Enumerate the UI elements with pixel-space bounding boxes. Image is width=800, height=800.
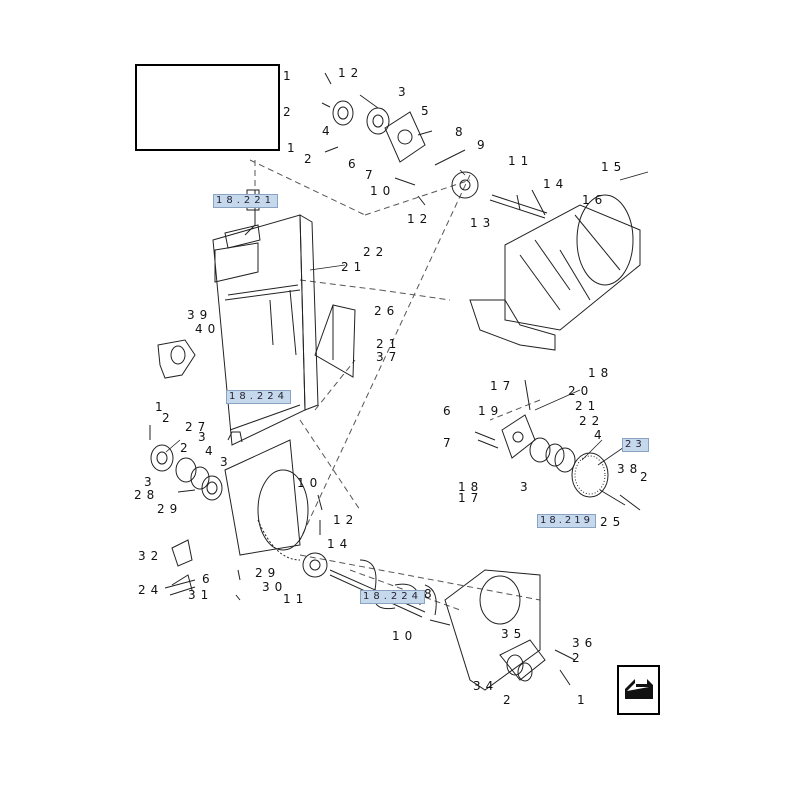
- callout: 40: [195, 322, 221, 336]
- callout: 14: [327, 537, 353, 551]
- callout: 21: [575, 399, 601, 413]
- callout: 7: [365, 168, 378, 182]
- callout: 35: [501, 627, 527, 641]
- callout: 12: [338, 66, 364, 80]
- callout: 3: [520, 480, 533, 494]
- callout: 34: [473, 679, 499, 693]
- callout: 2: [180, 441, 193, 455]
- side-plate: [314, 304, 356, 378]
- top-right-shaft: [489, 189, 548, 219]
- section-reference[interactable]: 18.221: [213, 194, 278, 208]
- callout: 12: [333, 513, 359, 527]
- callout: 16: [582, 193, 608, 207]
- callout: 37: [376, 350, 402, 364]
- callout: 29: [157, 502, 183, 516]
- callout: 1: [283, 69, 296, 83]
- section-reference[interactable]: 23: [622, 438, 649, 452]
- navigation-arrow-icon: [625, 679, 653, 699]
- callout: 6: [202, 572, 215, 586]
- callout: 2: [283, 105, 296, 119]
- callout: 20: [568, 384, 594, 398]
- callout: 13: [470, 216, 496, 230]
- callout: 4: [594, 428, 607, 442]
- callout: 31: [188, 588, 214, 602]
- callout: 7: [443, 436, 456, 450]
- callout: 9: [477, 138, 490, 152]
- callout: 2: [162, 411, 175, 425]
- callout: 2: [640, 470, 653, 484]
- callout: 26: [374, 304, 400, 318]
- callout: 22: [363, 245, 389, 259]
- right-bracket-housing: [469, 194, 641, 351]
- callout: 39: [187, 308, 213, 322]
- callout: 17: [490, 379, 516, 393]
- callout: 19: [478, 404, 504, 418]
- callout: 3: [220, 455, 233, 469]
- callout: 36: [572, 636, 598, 650]
- callout: 18: [588, 366, 614, 380]
- callout: 38: [617, 462, 643, 476]
- callout: 1: [155, 400, 168, 414]
- bottom-left-small-parts: [164, 539, 241, 601]
- callout: 3: [398, 85, 411, 99]
- callout: 6: [348, 157, 361, 171]
- callout: 15: [601, 160, 627, 174]
- bottom-right-housing: [429, 569, 576, 691]
- callout: 4: [205, 444, 218, 458]
- callout: 6: [443, 404, 456, 418]
- callout: 2: [304, 152, 317, 166]
- callout: 21: [341, 260, 367, 274]
- callout: 1: [577, 693, 590, 707]
- callout: 27: [185, 420, 211, 434]
- callout: 32: [138, 549, 164, 563]
- callout: 10: [370, 184, 396, 198]
- gasket: [157, 339, 196, 379]
- auger-shaft: [329, 559, 437, 618]
- lower-housing: [224, 439, 328, 578]
- callout: 5: [421, 104, 434, 118]
- callout: 10: [297, 476, 323, 490]
- section-reference[interactable]: 18.224: [360, 590, 425, 604]
- top-bearing-assembly: [321, 72, 479, 206]
- callout: 28: [134, 488, 160, 502]
- callout: 14: [543, 177, 569, 191]
- callout: 21: [376, 337, 402, 351]
- callout: 22: [579, 414, 605, 428]
- callout: 10: [392, 629, 418, 643]
- section-reference[interactable]: 18.224: [226, 390, 291, 404]
- callout: 8: [455, 125, 468, 139]
- callout: 18: [458, 480, 484, 494]
- callout: 2: [503, 693, 516, 707]
- callout: 30: [262, 580, 288, 594]
- callout: 4: [322, 124, 335, 138]
- callout: 25: [600, 515, 626, 529]
- callout: 29: [255, 566, 281, 580]
- callout: 3: [198, 430, 211, 444]
- section-reference[interactable]: 18.219: [537, 514, 596, 528]
- callout: 11: [508, 154, 534, 168]
- callout: 12: [407, 212, 433, 226]
- left-bearing-assembly: [149, 425, 243, 501]
- callout: 17: [458, 491, 484, 505]
- main-housing: [212, 189, 319, 446]
- callout: 8: [424, 587, 437, 601]
- right-bearing-assembly: [474, 379, 641, 511]
- callout: 3: [144, 475, 157, 489]
- navigation-arrow-button[interactable]: [617, 665, 660, 715]
- title-frame: [135, 64, 280, 151]
- callout: 2: [572, 651, 585, 665]
- callout: 1: [287, 141, 300, 155]
- callout: 11: [283, 592, 309, 606]
- callout: 24: [138, 583, 164, 597]
